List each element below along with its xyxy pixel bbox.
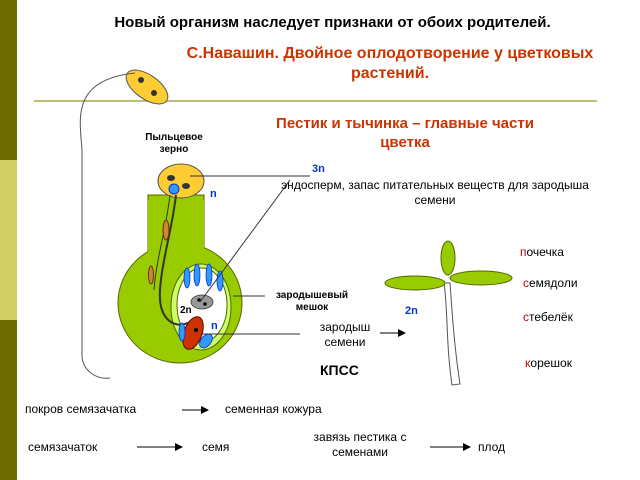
side-stripe-middle bbox=[0, 160, 17, 320]
ovary-from-label: завязь пестика с семенами bbox=[313, 430, 407, 459]
embryo-seed-label: зародыш семени bbox=[319, 320, 371, 349]
side-stripe-bottom bbox=[0, 320, 17, 480]
embryo-sac-label: зародышевый мешок bbox=[275, 290, 349, 313]
bud bbox=[440, 240, 456, 276]
seedling-root-label: корешок bbox=[525, 356, 572, 370]
endosperm-label: эндосперм, запас питательных веществ для… bbox=[281, 178, 589, 207]
leader-line bbox=[199, 179, 291, 303]
side-stripe-top bbox=[0, 0, 17, 160]
ploidy-n-bottom: n bbox=[211, 320, 218, 332]
ovule-to-label: семя bbox=[202, 440, 230, 454]
pollen-path-line bbox=[79, 72, 136, 379]
cotyledon-left bbox=[384, 275, 446, 291]
seedling-cotyledons-label: семядоли bbox=[523, 276, 578, 290]
ploidy-3n: 3n bbox=[312, 163, 325, 175]
pollen-label: Пыльцевое зерно bbox=[145, 132, 203, 155]
coat-to-label: семенная кожура bbox=[225, 402, 322, 416]
section-title: Пестик и тычинка – главные части цветка bbox=[276, 115, 534, 151]
slide-heading: Новый организм наследует признаки от обо… bbox=[114, 14, 551, 31]
embryo-sac-cells bbox=[178, 263, 224, 350]
seedling bbox=[384, 240, 513, 386]
seedling-bud-label: почечка bbox=[520, 245, 564, 259]
slide-subtitle: С.Навашин. Двойное оплодотворение у цвет… bbox=[186, 45, 594, 82]
ploidy-2n-right: 2n bbox=[405, 305, 418, 317]
divider-line bbox=[34, 100, 597, 102]
ovule-from-label: семязачаток bbox=[28, 440, 98, 454]
kpss-label: КПСС bbox=[320, 362, 359, 378]
sperm-cell bbox=[162, 219, 170, 241]
pollen-tube bbox=[158, 194, 191, 326]
ploidy-2n-left: 2n bbox=[180, 305, 192, 316]
seedling-stem-label: стебелёк bbox=[523, 310, 573, 324]
ovary-to-label: плод bbox=[478, 440, 506, 454]
sperm-cell bbox=[148, 265, 154, 285]
cotyledon-right bbox=[449, 270, 513, 286]
ploidy-n-top: n bbox=[210, 188, 217, 200]
stigma-pollen bbox=[157, 163, 205, 199]
pollen-grain-floating bbox=[125, 69, 169, 105]
coat-from-label: покров семязачатка bbox=[25, 402, 137, 416]
